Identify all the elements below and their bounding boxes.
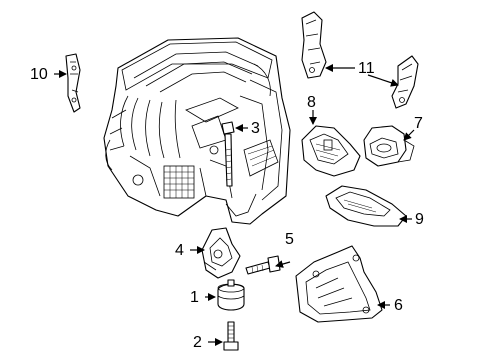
- part-2-bolt: [223, 321, 239, 351]
- callout-4: 4: [175, 242, 184, 259]
- part-6-bracket: [295, 245, 383, 323]
- part-4-bracket: [201, 227, 241, 279]
- callout-leaders: [54, 64, 415, 346]
- callout-6: 6: [394, 297, 403, 314]
- part-10-bracket: [65, 53, 81, 113]
- part-1-engine-mount: [217, 279, 245, 311]
- part-3-bolt: [221, 121, 235, 187]
- callout-10: 10: [30, 66, 48, 83]
- part-5-bolt: [245, 255, 281, 275]
- part-9-mount-pad: [325, 185, 407, 227]
- part-8-mount-bracket: [301, 125, 361, 177]
- part-7-mount: [363, 125, 415, 167]
- callout-9: 9: [415, 211, 424, 228]
- engine-assembly: [103, 37, 291, 225]
- callout-11: 11: [358, 60, 375, 77]
- part-11-bracket-left: [301, 11, 327, 79]
- callout-1: 1: [190, 289, 199, 306]
- callout-3: 3: [251, 120, 260, 137]
- callout-8: 8: [307, 94, 316, 111]
- callout-2: 2: [193, 334, 202, 351]
- callout-5: 5: [285, 231, 294, 248]
- part-11-bracket-right: [391, 55, 419, 109]
- callout-labels: 1 2 3 4 5 6 7 8 9 10 11: [30, 60, 424, 351]
- callout-7: 7: [414, 115, 423, 132]
